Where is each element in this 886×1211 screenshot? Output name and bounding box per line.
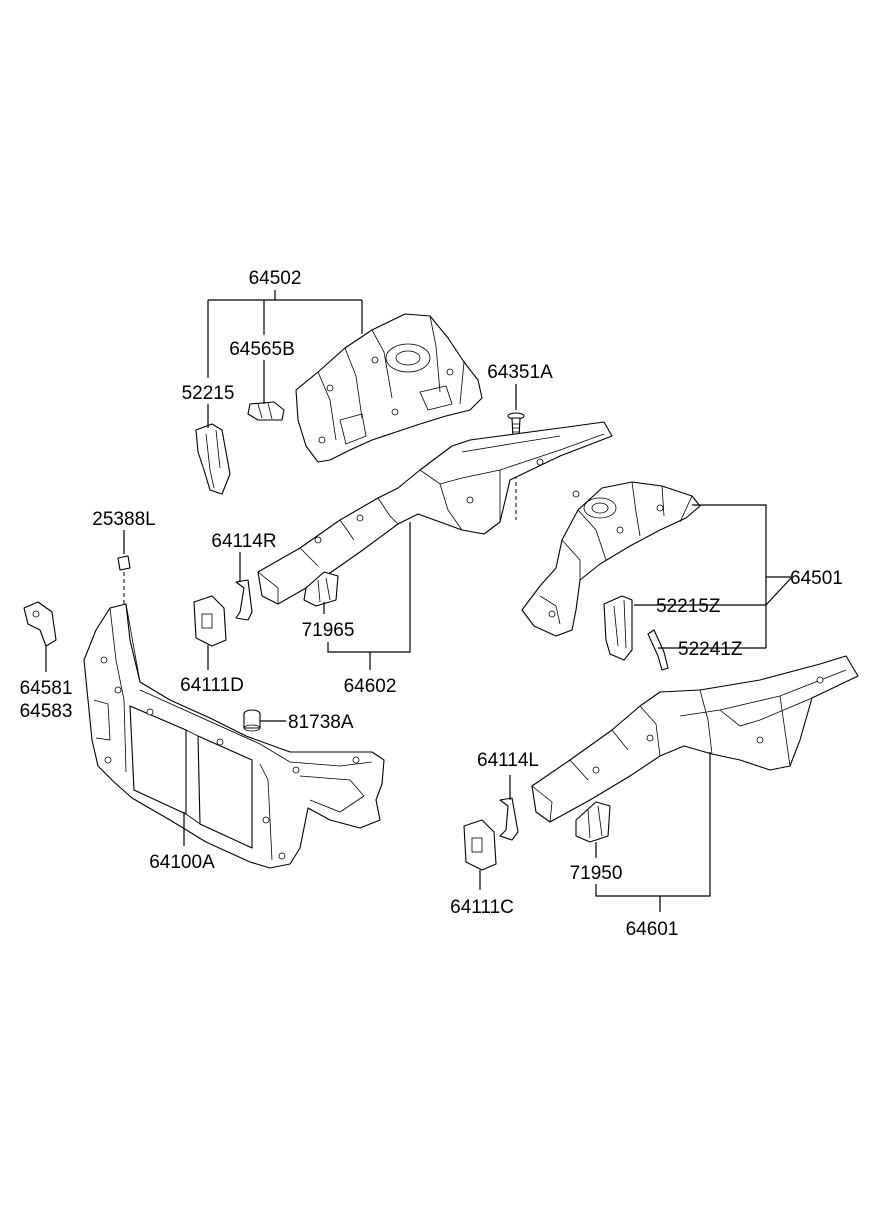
label-52215Z: 52215Z	[656, 596, 721, 617]
label-64583: 64583	[20, 701, 73, 722]
bracket-64114R	[235, 579, 253, 621]
bracket-64114L	[499, 797, 519, 841]
bracket-52215Z	[603, 595, 633, 661]
label-52241Z: 52241Z	[678, 639, 743, 660]
label-64602: 64602	[344, 676, 397, 697]
label-64351A: 64351A	[487, 362, 553, 383]
strap-52241Z	[647, 629, 669, 671]
carrier-64100A	[83, 603, 385, 869]
label-64581: 64581	[20, 678, 73, 699]
bracket-71950	[575, 801, 611, 843]
part-labels: 64502 64565B 52215 64351A 25388L 64114R …	[20, 268, 843, 940]
bracket-64565B	[247, 401, 285, 421]
member-64602	[257, 421, 613, 605]
clip-25388L	[117, 555, 131, 606]
label-64100A: 64100A	[149, 852, 215, 873]
label-64111C: 64111C	[450, 897, 514, 918]
label-71950: 71950	[570, 863, 623, 884]
label-64114R: 64114R	[211, 531, 276, 552]
label-64601: 64601	[626, 919, 679, 940]
label-64501: 64501	[790, 568, 843, 589]
plate-64111C	[463, 819, 497, 871]
label-71965: 71965	[302, 620, 355, 641]
plate-64111D	[193, 595, 227, 647]
member-64601	[531, 655, 859, 823]
bracket-52215	[195, 423, 231, 495]
label-25388L: 25388L	[92, 509, 155, 530]
panel-64501	[521, 481, 701, 637]
leader-lines	[45, 290, 793, 912]
label-64111D: 64111D	[180, 675, 244, 696]
bracket-71965	[303, 571, 339, 607]
label-64565B: 64565B	[229, 339, 295, 360]
label-64502: 64502	[249, 268, 302, 289]
label-52215: 52215	[182, 383, 235, 404]
bracket-64581	[23, 601, 57, 647]
label-64114L: 64114L	[477, 750, 539, 771]
grommet-81738A	[243, 709, 261, 732]
panel-64502	[295, 313, 483, 463]
label-81738A: 81738A	[288, 712, 354, 733]
bolt-64351A	[507, 412, 525, 520]
